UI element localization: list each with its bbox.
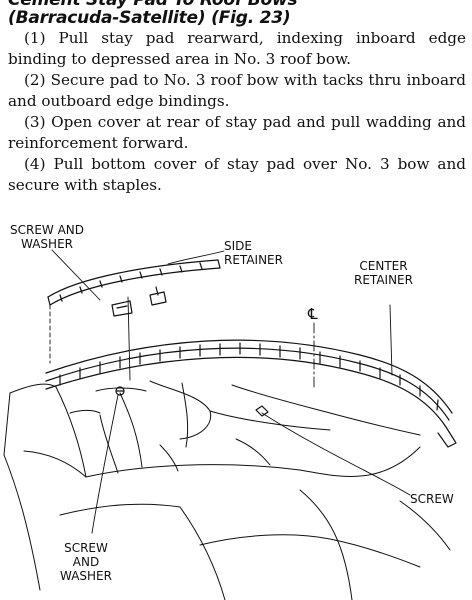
leader-lines-bottom xyxy=(91,304,411,534)
retainer-clips xyxy=(111,286,167,317)
instruction-step-1: (1) Pull stay pad rearward, indexing inb… xyxy=(8,29,466,68)
roof-line-drawing xyxy=(3,249,457,600)
roof-bow-diagram: SCREW AND WASHER SIDE RETAINER CENTER RE… xyxy=(0,215,472,600)
label-screw-and-washer-bottom: SCREW AND WASHER xyxy=(60,541,112,583)
section-heading: (Barracuda-Satellite) (Fig. 23) xyxy=(8,8,291,28)
rail-screws xyxy=(115,386,269,417)
section-heading-cut-off: Cement Stay Pad To Roof Bows xyxy=(8,0,298,10)
lower-body-frame xyxy=(3,450,451,600)
label-side-retainer: SIDE RETAINER xyxy=(224,239,283,267)
roof-structure xyxy=(3,380,421,478)
roof-bow-rail xyxy=(45,339,457,448)
label-center-retainer: CENTER RETAINER xyxy=(354,259,413,287)
label-screw: SCREW xyxy=(410,492,454,506)
side-retainer-part xyxy=(47,259,221,306)
instruction-step-3: (3) Open cover at rear of stay pad and p… xyxy=(8,113,466,152)
leader-lines-top xyxy=(49,249,225,381)
centerline-symbol: ℄ xyxy=(308,305,318,323)
label-screw-and-washer-top: SCREW AND WASHER xyxy=(10,223,85,251)
instruction-step-4: (4) Pull bottom cover of stay pad over N… xyxy=(8,155,466,194)
instruction-step-2: (2) Secure pad to No. 3 roof bow with ta… xyxy=(8,71,466,110)
